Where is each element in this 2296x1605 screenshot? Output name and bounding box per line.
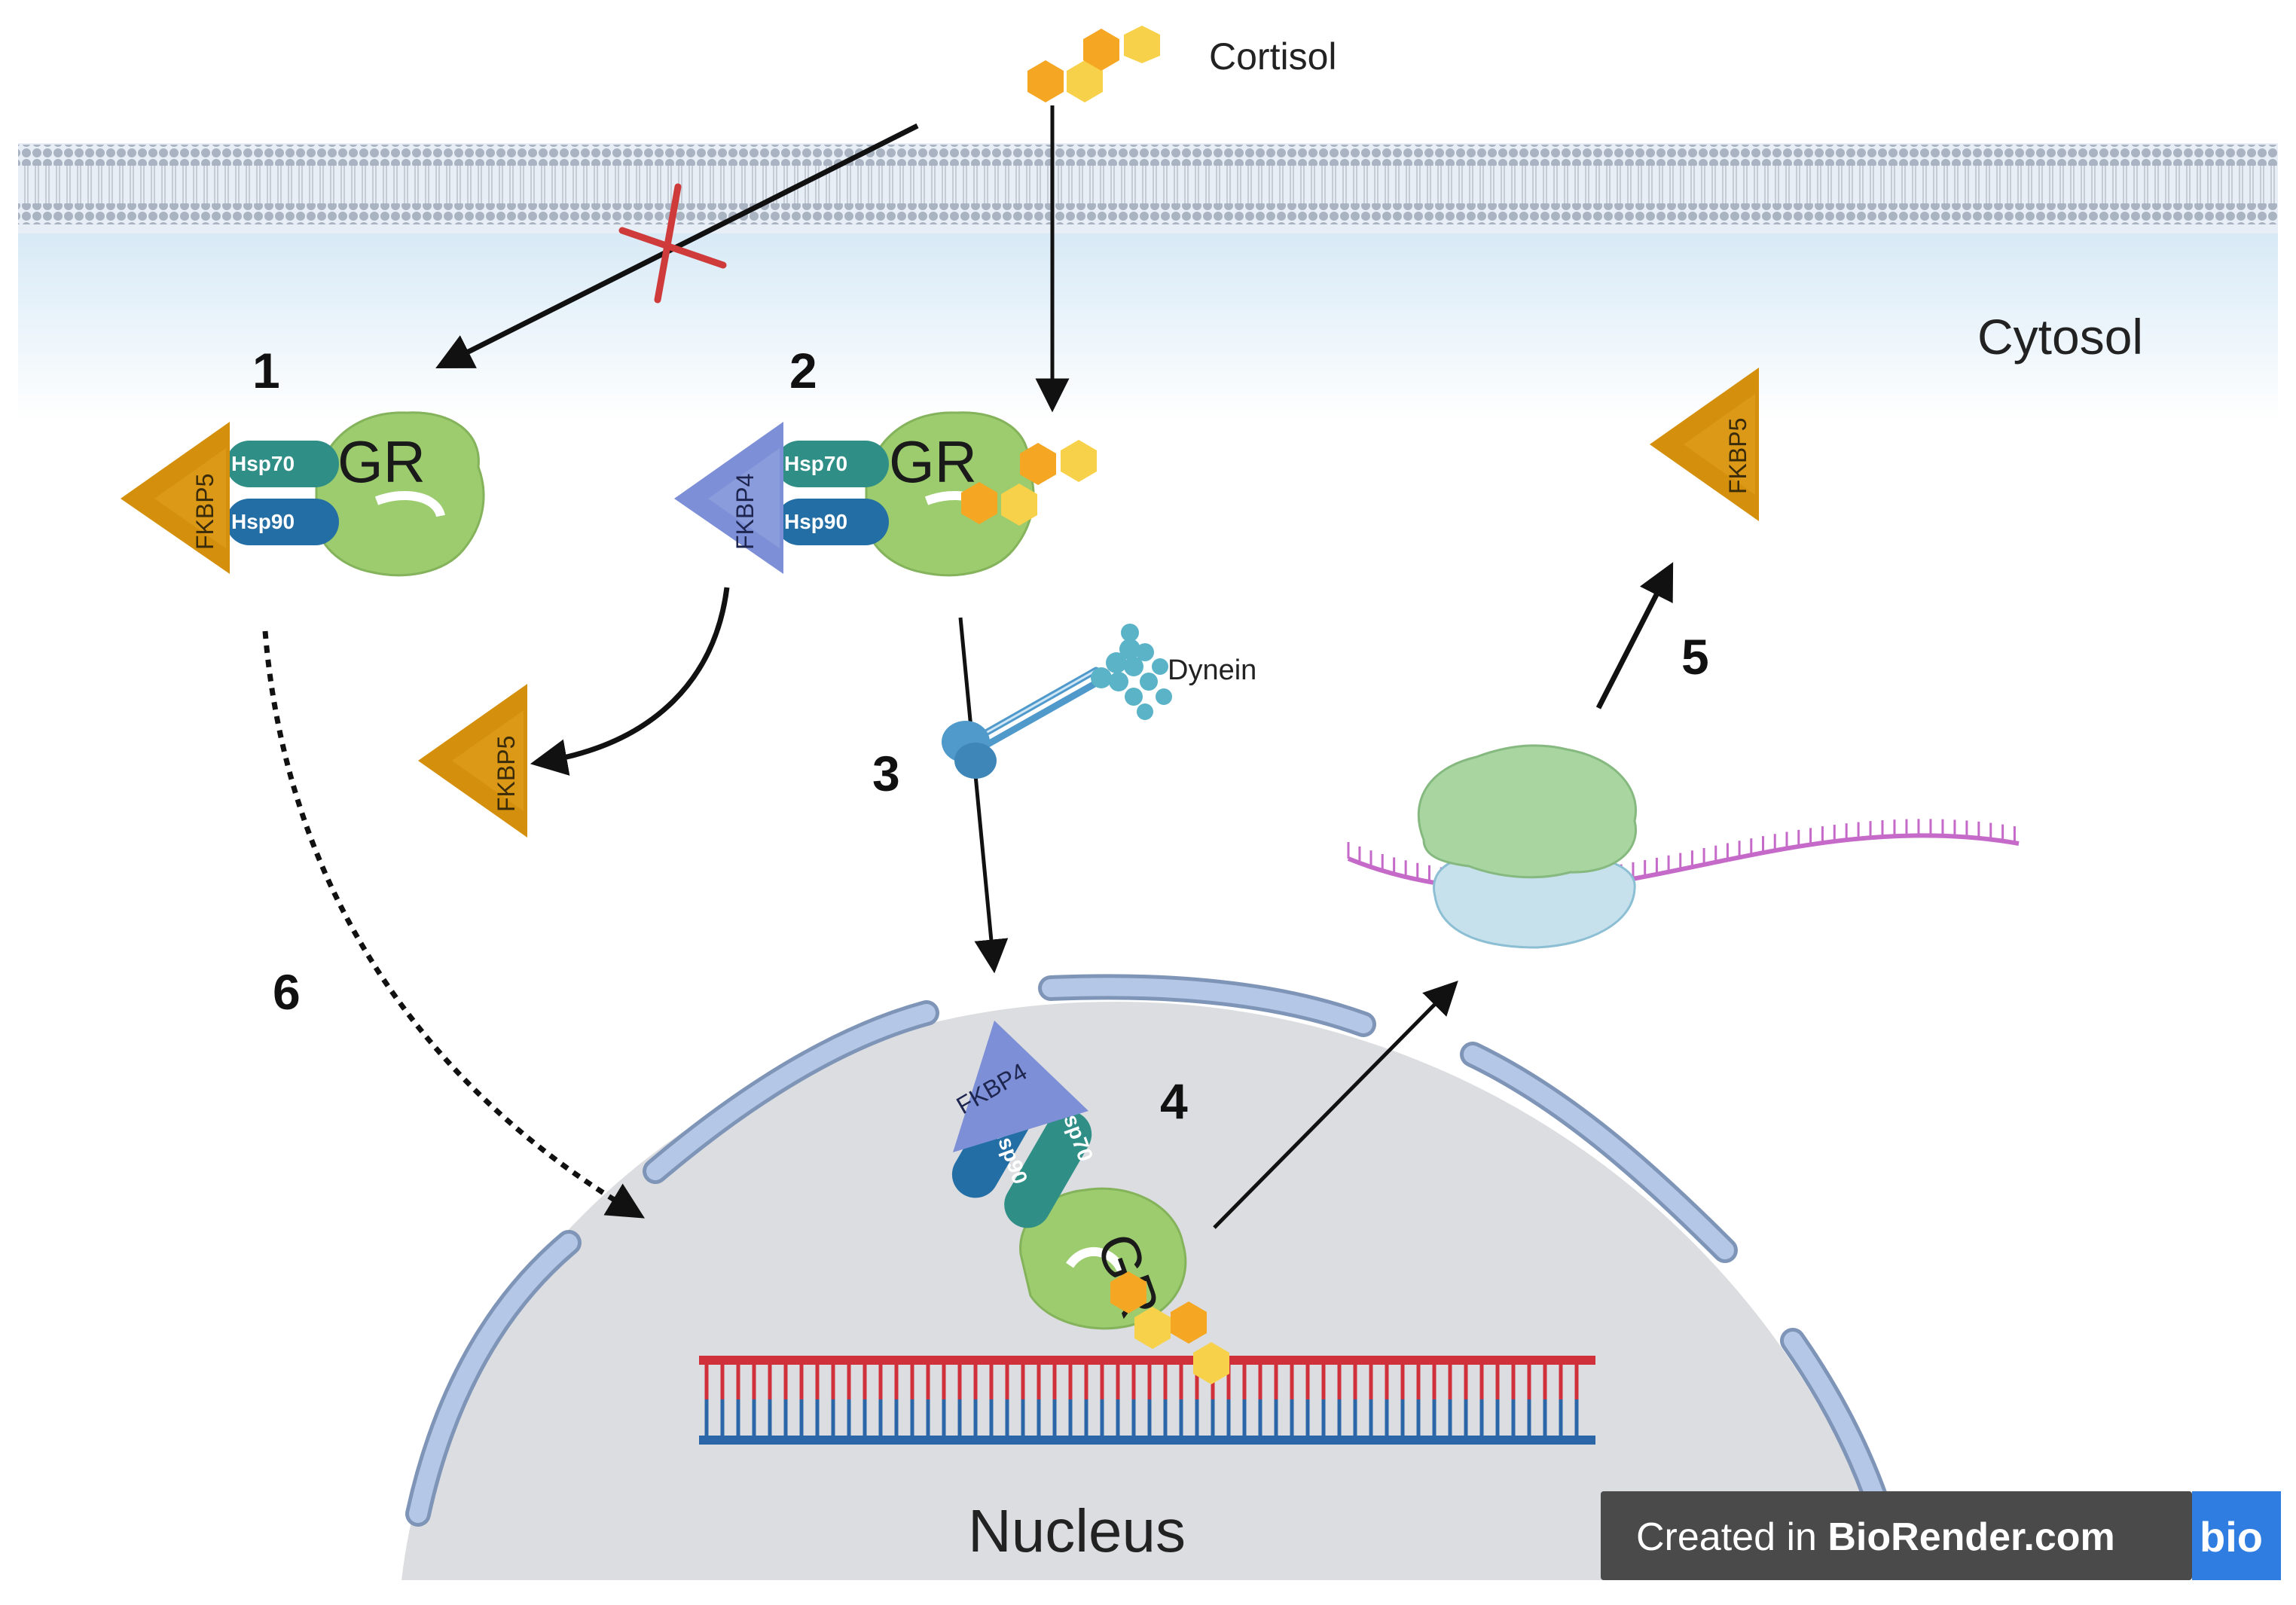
fkbp4-2-label: FKBP4 [731, 474, 759, 550]
hsp90-1-label: Hsp90 [231, 510, 295, 533]
nucleus-label: Nucleus [968, 1497, 1186, 1564]
fkbp5-synthesized: FKBP5 [1650, 368, 1759, 521]
hsp90-2-label: Hsp90 [784, 510, 847, 533]
complex-1-fkbp5-gr: Hsp70 Hsp90 FKBP5 GR [121, 411, 485, 577]
hsp70-4 [1004, 1110, 1092, 1228]
ribosome [1417, 744, 1637, 949]
fkbp4-4 [953, 1021, 1088, 1152]
step-5-label: 5 [1681, 629, 1709, 685]
fkbp5-synthesized-label: FKBP5 [1724, 418, 1751, 494]
cortisol-molecule [1027, 26, 1160, 102]
complex-4-nuclear: Hsp90 Hsp70 FKBP4 GR [952, 1021, 1229, 1384]
translocation-arrow [958, 617, 1009, 974]
hsp70-1 [226, 441, 339, 487]
cortisol-label: Cortisol [1209, 35, 1336, 78]
dynein-label: Dynein [1168, 655, 1256, 686]
cytosol-label: Cytosol [1977, 309, 2143, 365]
gr-2-label: GR [889, 429, 977, 495]
watermark-brand: BioRender.com [1827, 1515, 2114, 1559]
hsp70-2 [776, 441, 889, 487]
svg-text:Created in BioRender.com: Created in BioRender.com [1636, 1515, 2115, 1559]
step-6-label: 6 [273, 964, 301, 1020]
fkbp5-1-label: FKBP5 [191, 474, 218, 550]
pathway-arrows [262, 105, 1674, 1229]
biorender-watermark: Created in BioRender.com bio [1601, 1491, 2281, 1580]
complex-2-fkbp4-gr: Hsp70 Hsp90 FKBP4 GR [674, 411, 1097, 577]
blocked-entry-arrow [435, 123, 919, 369]
step-4-label: 4 [1160, 1073, 1188, 1129]
inhibition-x-icon [618, 183, 727, 304]
biorender-logo: bio [2200, 1513, 2263, 1561]
fkbp-exchange-arrow [530, 587, 730, 776]
nuclear-envelope [405, 974, 1911, 1580]
translation-arrow [1595, 562, 1674, 709]
fkbp5-released: FKBP5 [418, 684, 527, 838]
hsp70-2-label: Hsp70 [784, 452, 847, 475]
fkbp5-released-label: FKBP5 [493, 736, 520, 812]
step-1-label: 1 [252, 343, 280, 398]
cell-membrane [18, 143, 2278, 422]
fkbp5-1 [121, 422, 230, 574]
step-2-label: 2 [789, 343, 817, 398]
dynein-motor [942, 624, 1172, 779]
hsp70-1-label: Hsp70 [231, 452, 295, 475]
fkbp5-nuclear-dotted-arrow [262, 630, 646, 1219]
dna-double-helix [699, 1356, 1595, 1445]
watermark-prefix: Created in [1636, 1515, 1827, 1559]
bound-cortisol-4 [1110, 1271, 1229, 1384]
bound-cortisol-2 [961, 440, 1097, 526]
step-3-label: 3 [872, 746, 900, 801]
transcription-arrow [1213, 980, 1458, 1229]
hsp90-2 [776, 499, 889, 545]
hsp90-1 [226, 499, 339, 545]
gr-1-label: GR [337, 429, 426, 495]
